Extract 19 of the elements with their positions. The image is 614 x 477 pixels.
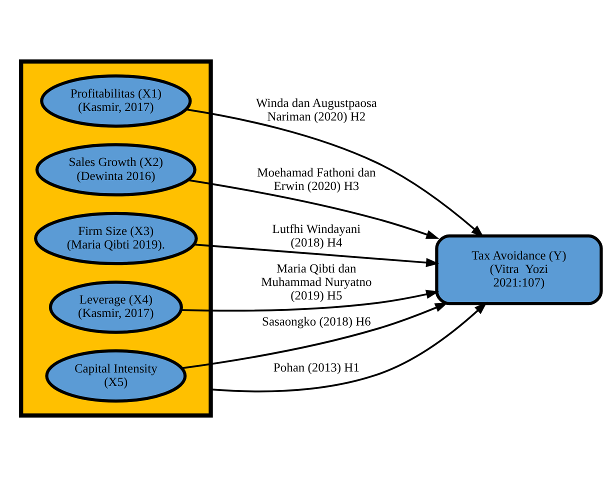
cluster bbox=[19, 59, 213, 418]
arrow bbox=[182, 302, 448, 370]
arrow bbox=[210, 302, 488, 392]
node-ellipse: Leverage (X4) (Kasmir, 2017) bbox=[48, 280, 183, 334]
arrow bbox=[188, 179, 440, 239]
node-ellipse: Firm Size (X3) (Maria Qibti 2019). bbox=[34, 212, 198, 266]
arrow bbox=[186, 108, 484, 238]
node-ellipse: Capital Intensity (X5) bbox=[45, 349, 187, 403]
arrow bbox=[181, 290, 440, 312]
node-ellipse: Profitabilitas (X1) (Kasmir, 2017) bbox=[40, 74, 192, 128]
edge-label: Winda dan Augustpaosa Nariman (2020) H2 bbox=[256, 96, 377, 124]
node-box: Tax Avoidance (Y) (Vitra Yozi 2021:107) bbox=[435, 234, 603, 306]
edge-label: Moehamad Fathoni dan Erwin (2020) H3 bbox=[257, 166, 376, 194]
edge-label: Lutfhi Windayani (2018) H4 bbox=[272, 222, 361, 250]
edge-label: Sasaongko (2018) H6 bbox=[262, 314, 371, 329]
arrow bbox=[194, 244, 440, 268]
edge-label: Maria Qibti dan Muhammad Nuryatno (2019) H5 bbox=[261, 261, 372, 303]
node-ellipse: Sales Growth (X2) (Dewinta 2016) bbox=[35, 143, 196, 196]
edge-label: Pohan (2013) H1 bbox=[273, 360, 360, 374]
